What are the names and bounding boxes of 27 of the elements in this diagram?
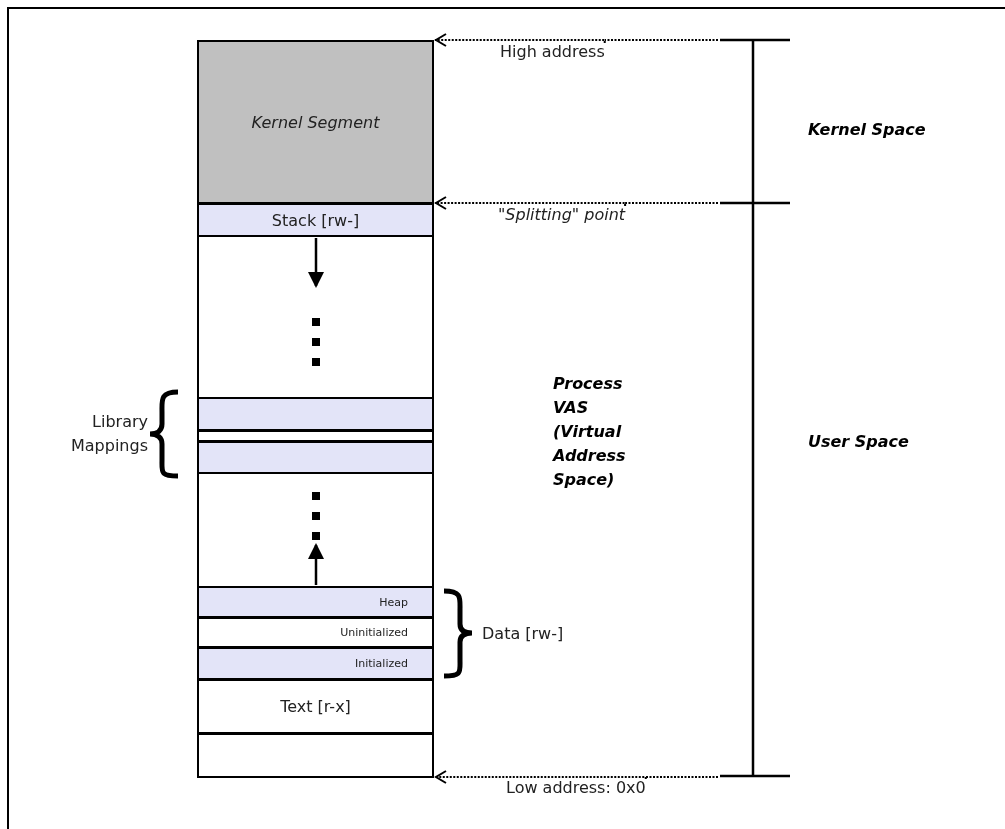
address-arrow <box>434 196 627 210</box>
uninitialized-band <box>197 617 434 648</box>
segment-label: Text [r-x] <box>280 697 351 716</box>
address-arrow <box>434 33 606 47</box>
segment-label: Heap <box>379 595 408 609</box>
heap-band <box>197 586 434 618</box>
brace-label: Library Mappings <box>70 411 148 457</box>
region-label: Kernel Space <box>808 119 926 141</box>
brace-label: Data [rw-] <box>482 623 564 645</box>
region-label: Process VAS (Virtual Address Space) <box>553 373 627 491</box>
segment-label: Uninitialized <box>340 626 408 639</box>
library-gap-band <box>197 430 434 442</box>
address-label: High address <box>500 43 605 61</box>
library-band <box>197 397 434 431</box>
stack-band <box>197 203 434 237</box>
initialized-band <box>197 647 434 680</box>
library-band <box>197 441 434 474</box>
region-label: User Space <box>808 431 909 453</box>
text-segment-band <box>197 679 434 734</box>
bottom-band <box>197 733 434 778</box>
address-arrow <box>434 770 647 784</box>
address-label: Low address: 0x0 <box>506 779 646 797</box>
segment-label: Kernel Segment <box>251 112 380 132</box>
address-label: "Splitting" point <box>498 206 626 224</box>
segment-label: Initialized <box>354 657 408 670</box>
kernel-segment-band <box>197 40 434 204</box>
segment-label: Stack [rw-] <box>271 210 360 230</box>
